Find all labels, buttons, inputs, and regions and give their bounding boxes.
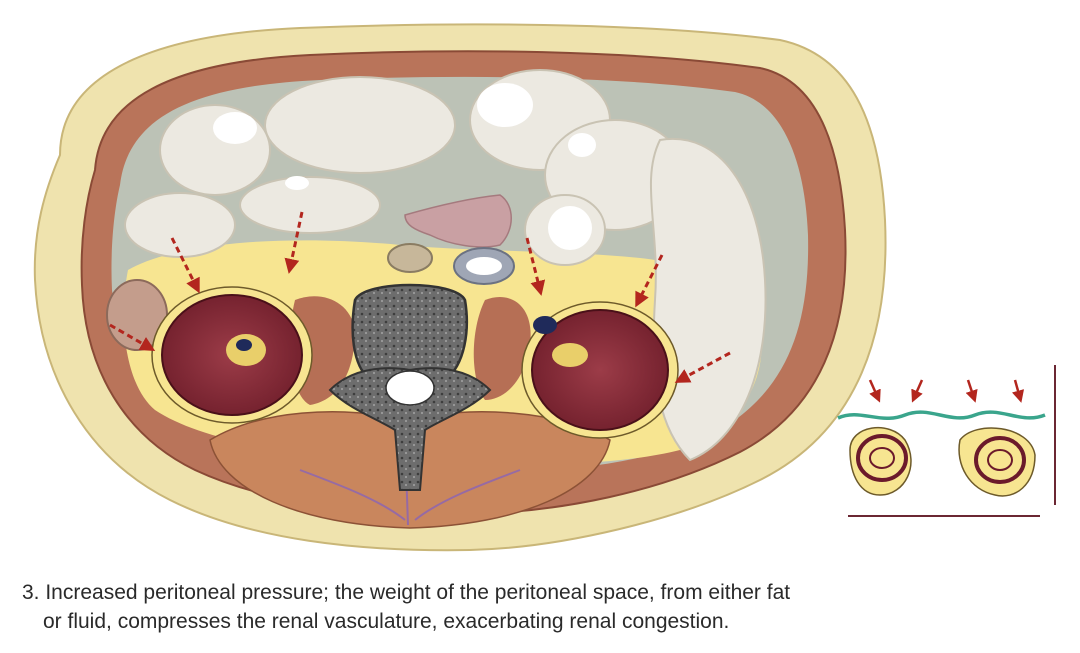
arrow-6 (109, 323, 156, 351)
caption-line-1: 3. Increased peritoneal pressure; the we… (22, 581, 791, 604)
spinal-canal (385, 370, 435, 406)
inset-peritoneum-line (837, 410, 1046, 421)
figure-caption: 3. Increased peritoneal pressure; the we… (22, 578, 882, 636)
arrow-4 (635, 254, 664, 308)
left-kidney (521, 301, 679, 439)
aorta (387, 243, 433, 273)
pancreas (404, 194, 512, 248)
abdominal-cross-section-diagram (33, 23, 1056, 552)
arrow-3 (525, 237, 546, 296)
inset-right-kidney (958, 427, 1036, 497)
bowel-gas (213, 83, 596, 250)
right-psoas-muscle (473, 297, 531, 400)
right-kidney (151, 286, 313, 424)
bowel-loops (124, 69, 767, 462)
compression-arrows (109, 211, 731, 383)
vertebral-body (351, 283, 469, 382)
inset-schematic (837, 365, 1056, 517)
vertebral-arch (328, 367, 492, 491)
inset-left-kidney (849, 426, 912, 496)
caption-line-2: or fluid, compresses the renal vasculatu… (43, 610, 730, 633)
inset-compression-arrows (868, 379, 1025, 403)
